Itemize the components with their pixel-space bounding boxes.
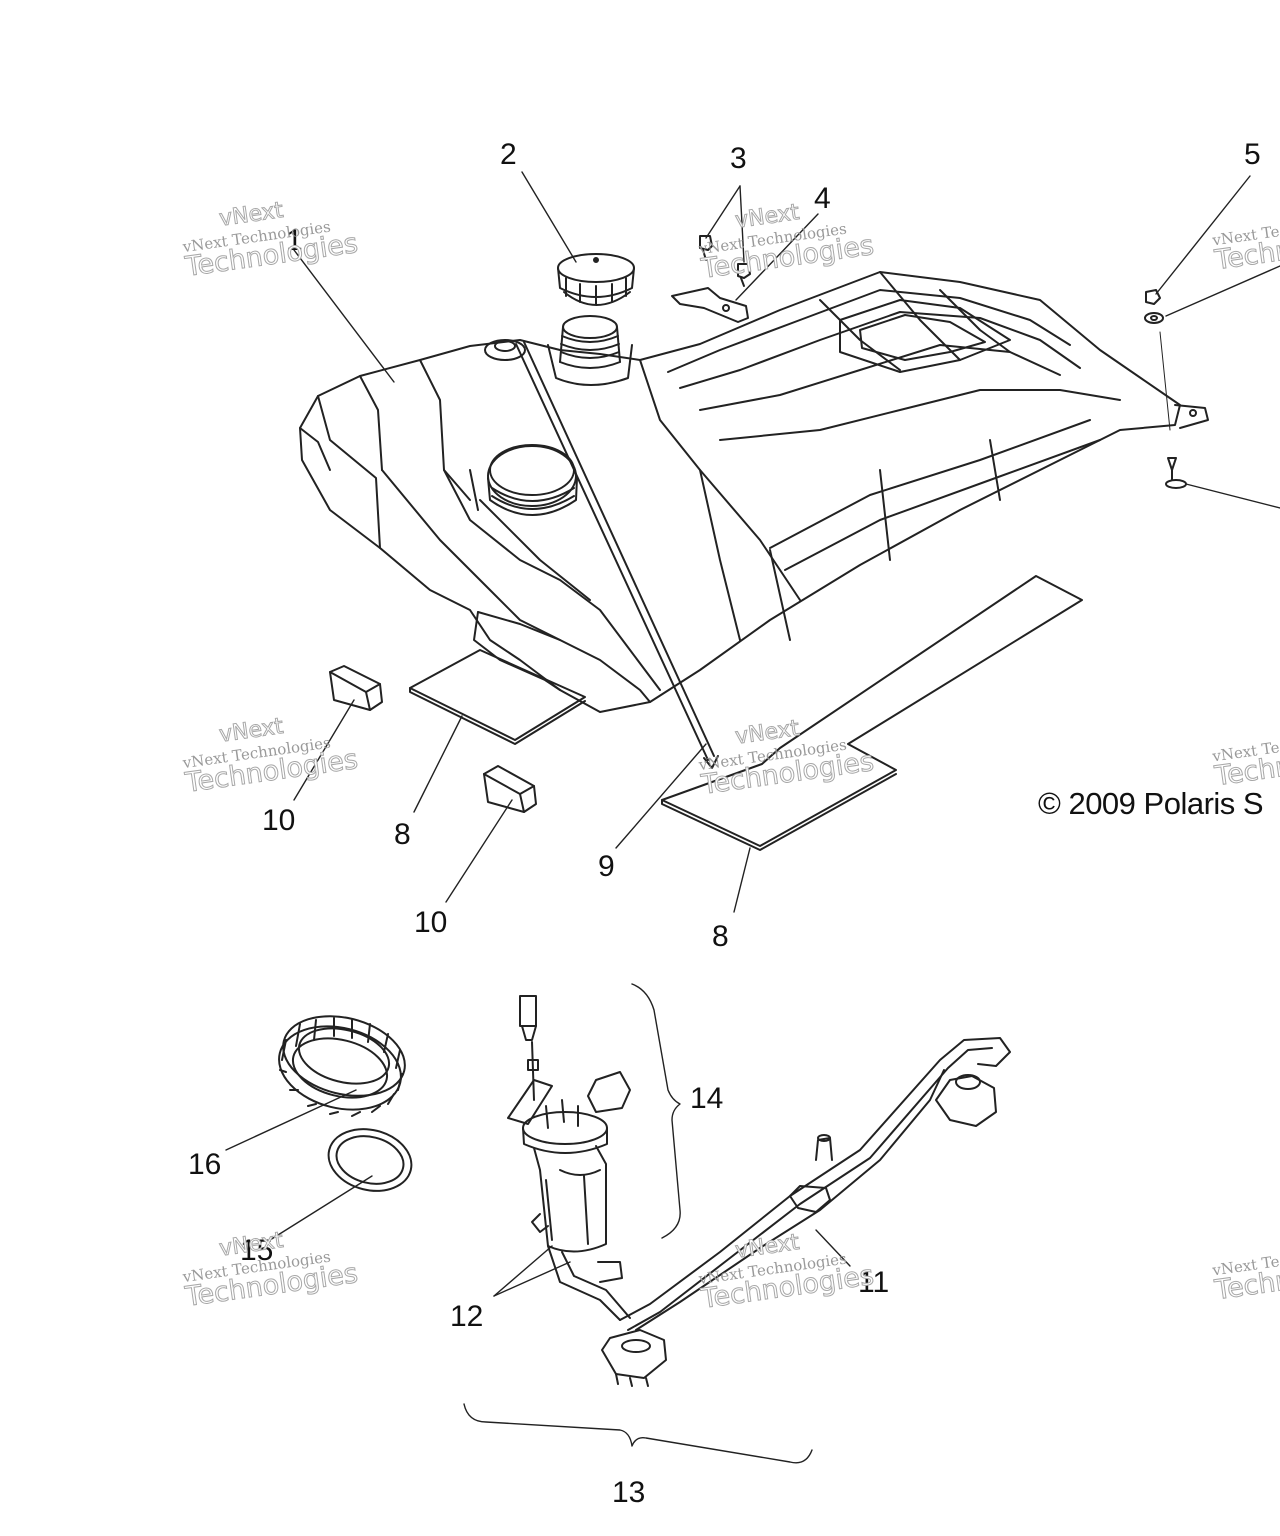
callout-8a: 8	[394, 818, 411, 851]
callout-15: 15	[240, 1234, 274, 1267]
fuel-tank	[299, 271, 1209, 713]
gasket	[327, 1128, 413, 1192]
callout-11: 11	[858, 1266, 890, 1299]
fuel-pump	[507, 995, 631, 1321]
leader-lines	[225, 171, 1280, 1297]
clips	[699, 235, 751, 287]
nut-washer-bolt	[1144, 289, 1187, 489]
lock-ring	[278, 1015, 406, 1117]
callout-4: 4	[814, 182, 831, 215]
fuel-lines	[601, 1037, 1011, 1387]
callout-16: 16	[188, 1148, 222, 1181]
filler-neck	[547, 315, 633, 386]
callout-12: 12	[450, 1300, 484, 1333]
callout-5: 5	[1244, 138, 1261, 171]
callout-3: 3	[730, 142, 747, 175]
copyright-notice: © 2009 Polaris S	[1038, 786, 1264, 821]
fuel-cap	[557, 253, 635, 306]
foam-blocks	[329, 665, 537, 813]
bracket-braces	[463, 983, 813, 1464]
pads	[409, 575, 1083, 851]
callout-10b: 10	[414, 906, 448, 939]
callout-9: 9	[598, 850, 615, 883]
callout-8b: 8	[712, 920, 729, 953]
callout-14: 14	[690, 1082, 724, 1115]
vent-tube	[515, 341, 719, 769]
callout-2: 2	[500, 138, 517, 171]
callout-10a: 10	[262, 804, 296, 837]
callout-1: 1	[286, 224, 303, 257]
pump-opening	[469, 444, 578, 516]
sender-cap	[484, 339, 526, 361]
callout-13: 13	[612, 1476, 646, 1509]
bracket	[671, 287, 749, 323]
